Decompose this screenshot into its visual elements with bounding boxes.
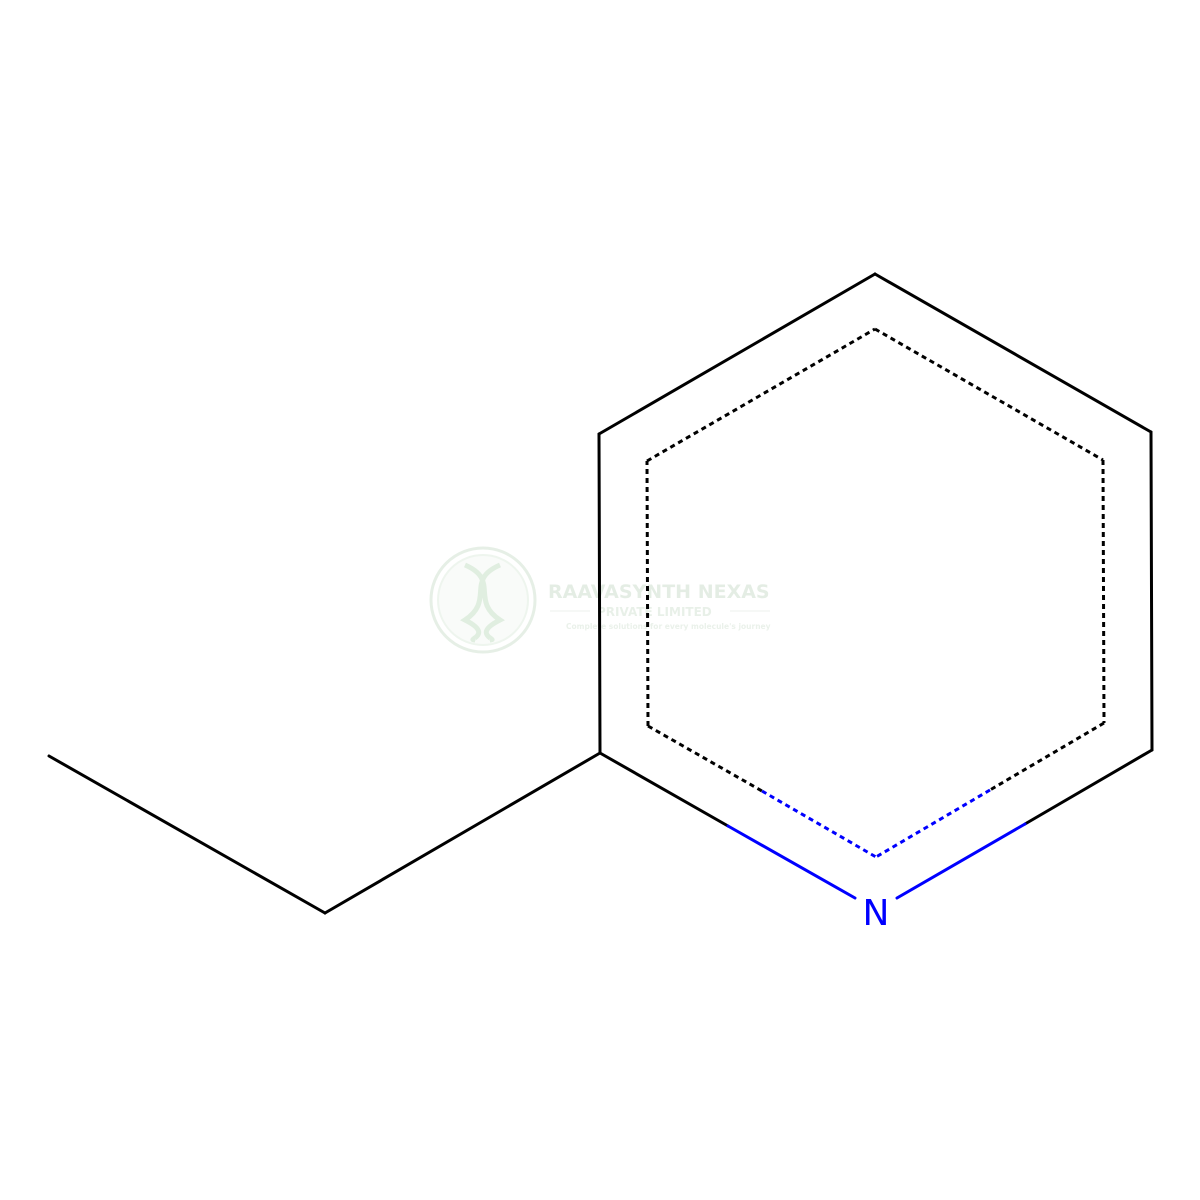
bond-ch2-c2 <box>323 751 602 915</box>
aromatic-bond-c2-c3 <box>645 460 650 727</box>
bond-c2-n-black <box>598 751 730 828</box>
aromatic-bond-c2-n-black <box>647 724 763 793</box>
bond-c2-n-blue <box>726 824 857 900</box>
bond-c6-n-black <box>1023 748 1154 826</box>
bond-c3-c4 <box>597 272 877 436</box>
watermark-logo-inner-circle <box>437 554 529 646</box>
aromatic-bond-c3-c4 <box>646 327 876 463</box>
watermark-subtitle: PRIVATE LIMITED <box>597 605 712 619</box>
watermark: RAAVASYNTH NEXAS PRIVATE LIMITED Complet… <box>429 546 771 654</box>
aromatic-bond-c6-n-black <box>989 721 1105 792</box>
bond-ch3-ch2 <box>47 754 327 915</box>
bond-c6-n-blue <box>895 822 1027 900</box>
bond-c2-c3 <box>597 432 602 755</box>
watermark-logo-circle <box>429 546 537 654</box>
bond-c4-c5 <box>873 272 1153 434</box>
aromatic-bond-c4-c5 <box>874 327 1104 462</box>
aromatic-bond-c6-n-blue <box>875 788 991 859</box>
watermark-tagline: Complete solutions for every molecule's … <box>566 622 771 631</box>
watermark-company-name: RAAVASYNTH NEXAS <box>548 581 770 603</box>
bond-c5-c6 <box>1149 430 1154 752</box>
watermark-dna-icon <box>460 562 505 643</box>
aromatic-bond-c5-c6 <box>1101 459 1106 724</box>
atom-label-nitrogen: N <box>863 893 890 934</box>
aromatic-bond-c2-n-blue <box>761 789 877 859</box>
